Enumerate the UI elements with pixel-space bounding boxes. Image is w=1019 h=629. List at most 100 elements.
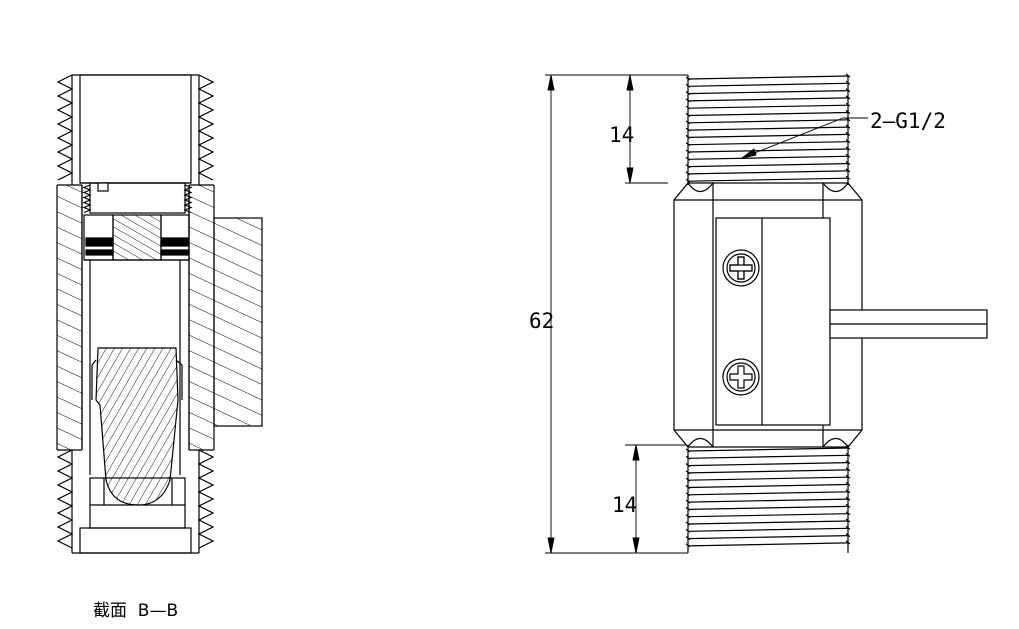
thread-tooth — [685, 98, 691, 103]
thread-tooth — [685, 134, 691, 139]
thread-crest-line — [687, 527, 849, 532]
screw-bottom-icon — [722, 358, 760, 396]
thread-crest-line — [687, 505, 849, 510]
elevation-thread-top — [685, 73, 851, 185]
elevation-thread-bottom — [685, 445, 851, 553]
thread-tooth — [845, 139, 851, 144]
dimension-total-height — [547, 74, 555, 554]
elevation-view — [673, 73, 988, 553]
thread-tooth — [845, 124, 851, 129]
section-view — [56, 74, 263, 554]
thread-crest-line — [687, 483, 849, 489]
thread-crest-line — [687, 163, 849, 168]
thread-crest-line — [687, 520, 849, 525]
thread-tooth — [845, 460, 851, 465]
thread-crest-line — [687, 133, 849, 138]
thread-tooth — [845, 467, 851, 472]
thread-tooth — [845, 525, 851, 530]
thread-crest-line — [687, 513, 849, 518]
thread-crest-line — [687, 454, 849, 459]
thread-tooth — [685, 536, 691, 541]
thread-crest-line — [687, 119, 849, 124]
thread-tooth — [845, 540, 851, 545]
thread-tooth — [685, 83, 691, 88]
thread-crest-line — [687, 170, 849, 175]
thread-crest-line — [687, 97, 849, 102]
thread-crest-line — [687, 141, 849, 146]
thread-tooth — [845, 496, 851, 501]
label-bottom-thread-length: 14 — [612, 493, 637, 517]
thread-crest-line — [687, 476, 849, 481]
thread-tooth — [845, 153, 851, 158]
section-inner-threads — [82, 184, 193, 214]
thread-tooth — [685, 91, 691, 96]
thread-tooth — [685, 113, 691, 117]
thread-tooth — [685, 455, 691, 460]
thread-tooth — [685, 492, 691, 497]
thread-tooth — [685, 470, 691, 475]
elevation-cable — [829, 309, 988, 339]
thread-tooth — [685, 528, 691, 533]
thread-crest-line — [687, 111, 849, 117]
section-thread-bottom-right — [197, 449, 215, 553]
thread-tooth — [685, 149, 691, 154]
thread-crest-line — [687, 447, 849, 452]
screw-top-icon — [722, 249, 760, 287]
thread-tooth — [685, 76, 691, 81]
thread-crest-line — [687, 104, 849, 109]
thread-crest-line — [687, 469, 849, 474]
thread-tooth — [685, 514, 691, 519]
thread-tooth — [685, 105, 691, 110]
thread-tooth — [845, 95, 851, 100]
thread-tooth — [685, 463, 691, 468]
thread-tooth — [685, 127, 691, 132]
thread-tooth — [685, 142, 691, 147]
thread-tooth — [845, 489, 851, 494]
thread-tooth — [685, 521, 691, 526]
thread-tooth — [845, 102, 851, 107]
section-left-wall — [56, 185, 83, 450]
thread-tooth — [845, 161, 851, 166]
thread-tooth — [685, 477, 691, 482]
thread-tooth — [845, 110, 851, 114]
thread-crest-line — [687, 491, 849, 496]
thread-tooth — [845, 533, 851, 538]
section-right-wall — [188, 185, 215, 450]
section-sensor-housing — [213, 217, 263, 427]
thread-crest-line — [687, 462, 849, 467]
thread-tooth — [845, 131, 851, 136]
thread-tooth — [685, 448, 691, 453]
thread-tooth — [845, 511, 851, 516]
thread-tooth — [845, 88, 851, 93]
dimension-top-thread — [626, 74, 634, 184]
thread-crest-line — [687, 82, 849, 87]
label-total-height: 62 — [529, 309, 554, 333]
dimension-lines — [545, 74, 868, 554]
thread-tooth — [685, 178, 691, 183]
thread-crest-line — [687, 90, 849, 95]
thread-tooth — [845, 73, 851, 78]
thread-tooth — [845, 146, 851, 151]
thread-crest-line — [687, 177, 849, 182]
thread-tooth — [685, 506, 691, 511]
section-thread-bottom-left — [56, 449, 74, 553]
section-thread-top-right — [197, 74, 215, 185]
label-thread-callout: 2—G1/2 — [870, 109, 946, 133]
thread-tooth — [845, 80, 851, 85]
thread-tooth — [845, 503, 851, 508]
thread-tooth — [685, 156, 691, 161]
thread-tooth — [845, 474, 851, 479]
dimension-bottom-thread — [632, 444, 640, 554]
thread-tooth — [845, 518, 851, 523]
thread-tooth — [685, 485, 691, 489]
thread-crest-line — [687, 75, 849, 80]
thread-crest-line — [687, 535, 849, 540]
thread-tooth — [845, 175, 851, 180]
section-thread-top-left — [56, 74, 74, 185]
thread-crest-line — [687, 148, 849, 153]
thread-crest-line — [687, 126, 849, 131]
thread-tooth — [685, 120, 691, 125]
thread-callout-leader — [741, 117, 868, 159]
thread-tooth — [845, 452, 851, 457]
